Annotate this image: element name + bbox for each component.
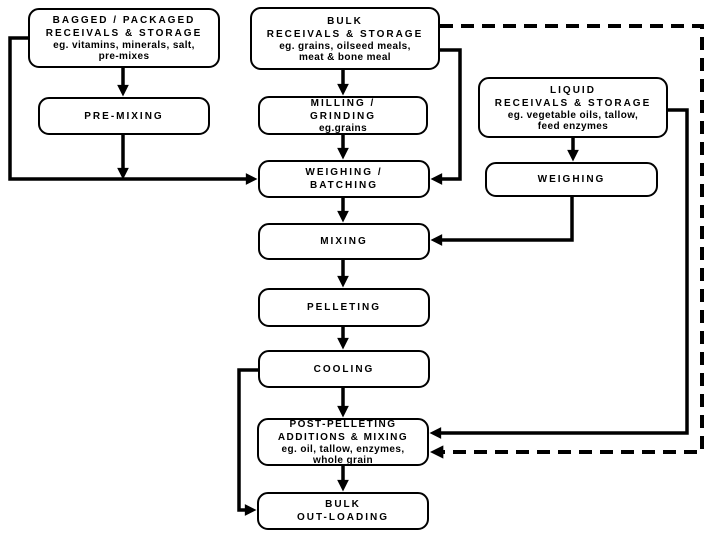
node-cooling: COOLING bbox=[258, 350, 430, 388]
node-bulk-receivals: BULK RECEIVALS & STORAGE eg. grains, oil… bbox=[250, 7, 440, 70]
node-weighing-batching-title-line1: WEIGHING / bbox=[305, 167, 383, 178]
node-premixing-title: PRE-MIXING bbox=[84, 110, 164, 122]
node-weighing-batching: WEIGHING / BATCHING bbox=[258, 160, 430, 198]
node-weighing: WEIGHING bbox=[485, 162, 658, 197]
node-bagged-title-line2: RECEIVALS & STORAGE bbox=[45, 28, 203, 39]
node-cooling-title: COOLING bbox=[313, 363, 375, 375]
connector-weighing-to-mixing bbox=[430, 197, 574, 246]
node-milling-title-line2: GRINDING bbox=[310, 111, 376, 122]
node-bulk-example-line1: eg. grains, oilseed meals, bbox=[279, 40, 411, 52]
node-milling-grinding: MILLING / GRINDING eg.grains bbox=[258, 96, 428, 135]
node-liquid-example-line2: feed enzymes bbox=[537, 120, 609, 132]
connector-bagged-left-to-weighing-batching bbox=[8, 36, 258, 185]
node-liquid-example-line1: eg. vegetable oils, tallow, bbox=[507, 109, 639, 121]
node-bagged-example-line1: eg. vitamins, minerals, salt, bbox=[53, 40, 195, 51]
node-premixing: PRE-MIXING bbox=[38, 97, 210, 135]
node-post-pelleting-title-line2: ADDITIONS & MIXING bbox=[277, 432, 409, 443]
node-pelleting-title: PELLETING bbox=[306, 302, 382, 313]
connector-cooling-bypass-to-outloading bbox=[237, 368, 258, 516]
connector-bulk-right-to-weighing-batching bbox=[430, 48, 462, 185]
node-bulk-title-line2: RECEIVALS & STORAGE bbox=[266, 28, 424, 40]
node-post-pelleting: POST-PELLETING ADDITIONS & MIXING eg. oi… bbox=[257, 418, 429, 466]
connector-liquid-right-to-post-pelleting bbox=[429, 108, 689, 439]
node-weighing-batching-title-line2: BATCHING bbox=[309, 180, 379, 191]
node-weighing-title: WEIGHING bbox=[537, 174, 606, 185]
node-bagged-receivals: BAGGED / PACKAGED RECEIVALS & STORAGE eg… bbox=[28, 8, 220, 68]
node-mixing: MIXING bbox=[258, 223, 430, 260]
connector-dashed-bulk-to-post-pelleting bbox=[430, 24, 704, 459]
node-bulk-outloading-title-line2: OUT-LOADING bbox=[297, 512, 389, 523]
node-post-pelleting-example-line2: whole grain bbox=[313, 455, 373, 466]
node-bulk-outloading: BULK OUT-LOADING bbox=[257, 492, 429, 530]
node-post-pelleting-example-line1: eg. oil, tallow, enzymes, bbox=[281, 444, 405, 455]
node-milling-example-line1: eg.grains bbox=[318, 123, 368, 134]
node-bulk-example-line2: meat & bone meal bbox=[299, 51, 391, 63]
node-liquid-title-line1: LIQUID bbox=[550, 84, 596, 96]
node-bagged-example-line2: pre-mixes bbox=[98, 51, 150, 62]
node-post-pelleting-title-line1: POST-PELLETING bbox=[289, 419, 397, 430]
node-pelleting: PELLETING bbox=[258, 288, 430, 327]
node-mixing-title: MIXING bbox=[320, 236, 368, 247]
node-milling-title-line1: MILLING / bbox=[310, 98, 376, 109]
node-bulk-title-line1: BULK bbox=[327, 15, 363, 27]
node-bulk-outloading-title-line1: BULK bbox=[325, 499, 361, 510]
node-liquid-title-line2: RECEIVALS & STORAGE bbox=[494, 97, 652, 109]
node-liquid-receivals: LIQUID RECEIVALS & STORAGE eg. vegetable… bbox=[478, 77, 668, 138]
node-bagged-title-line1: BAGGED / PACKAGED bbox=[52, 15, 196, 26]
